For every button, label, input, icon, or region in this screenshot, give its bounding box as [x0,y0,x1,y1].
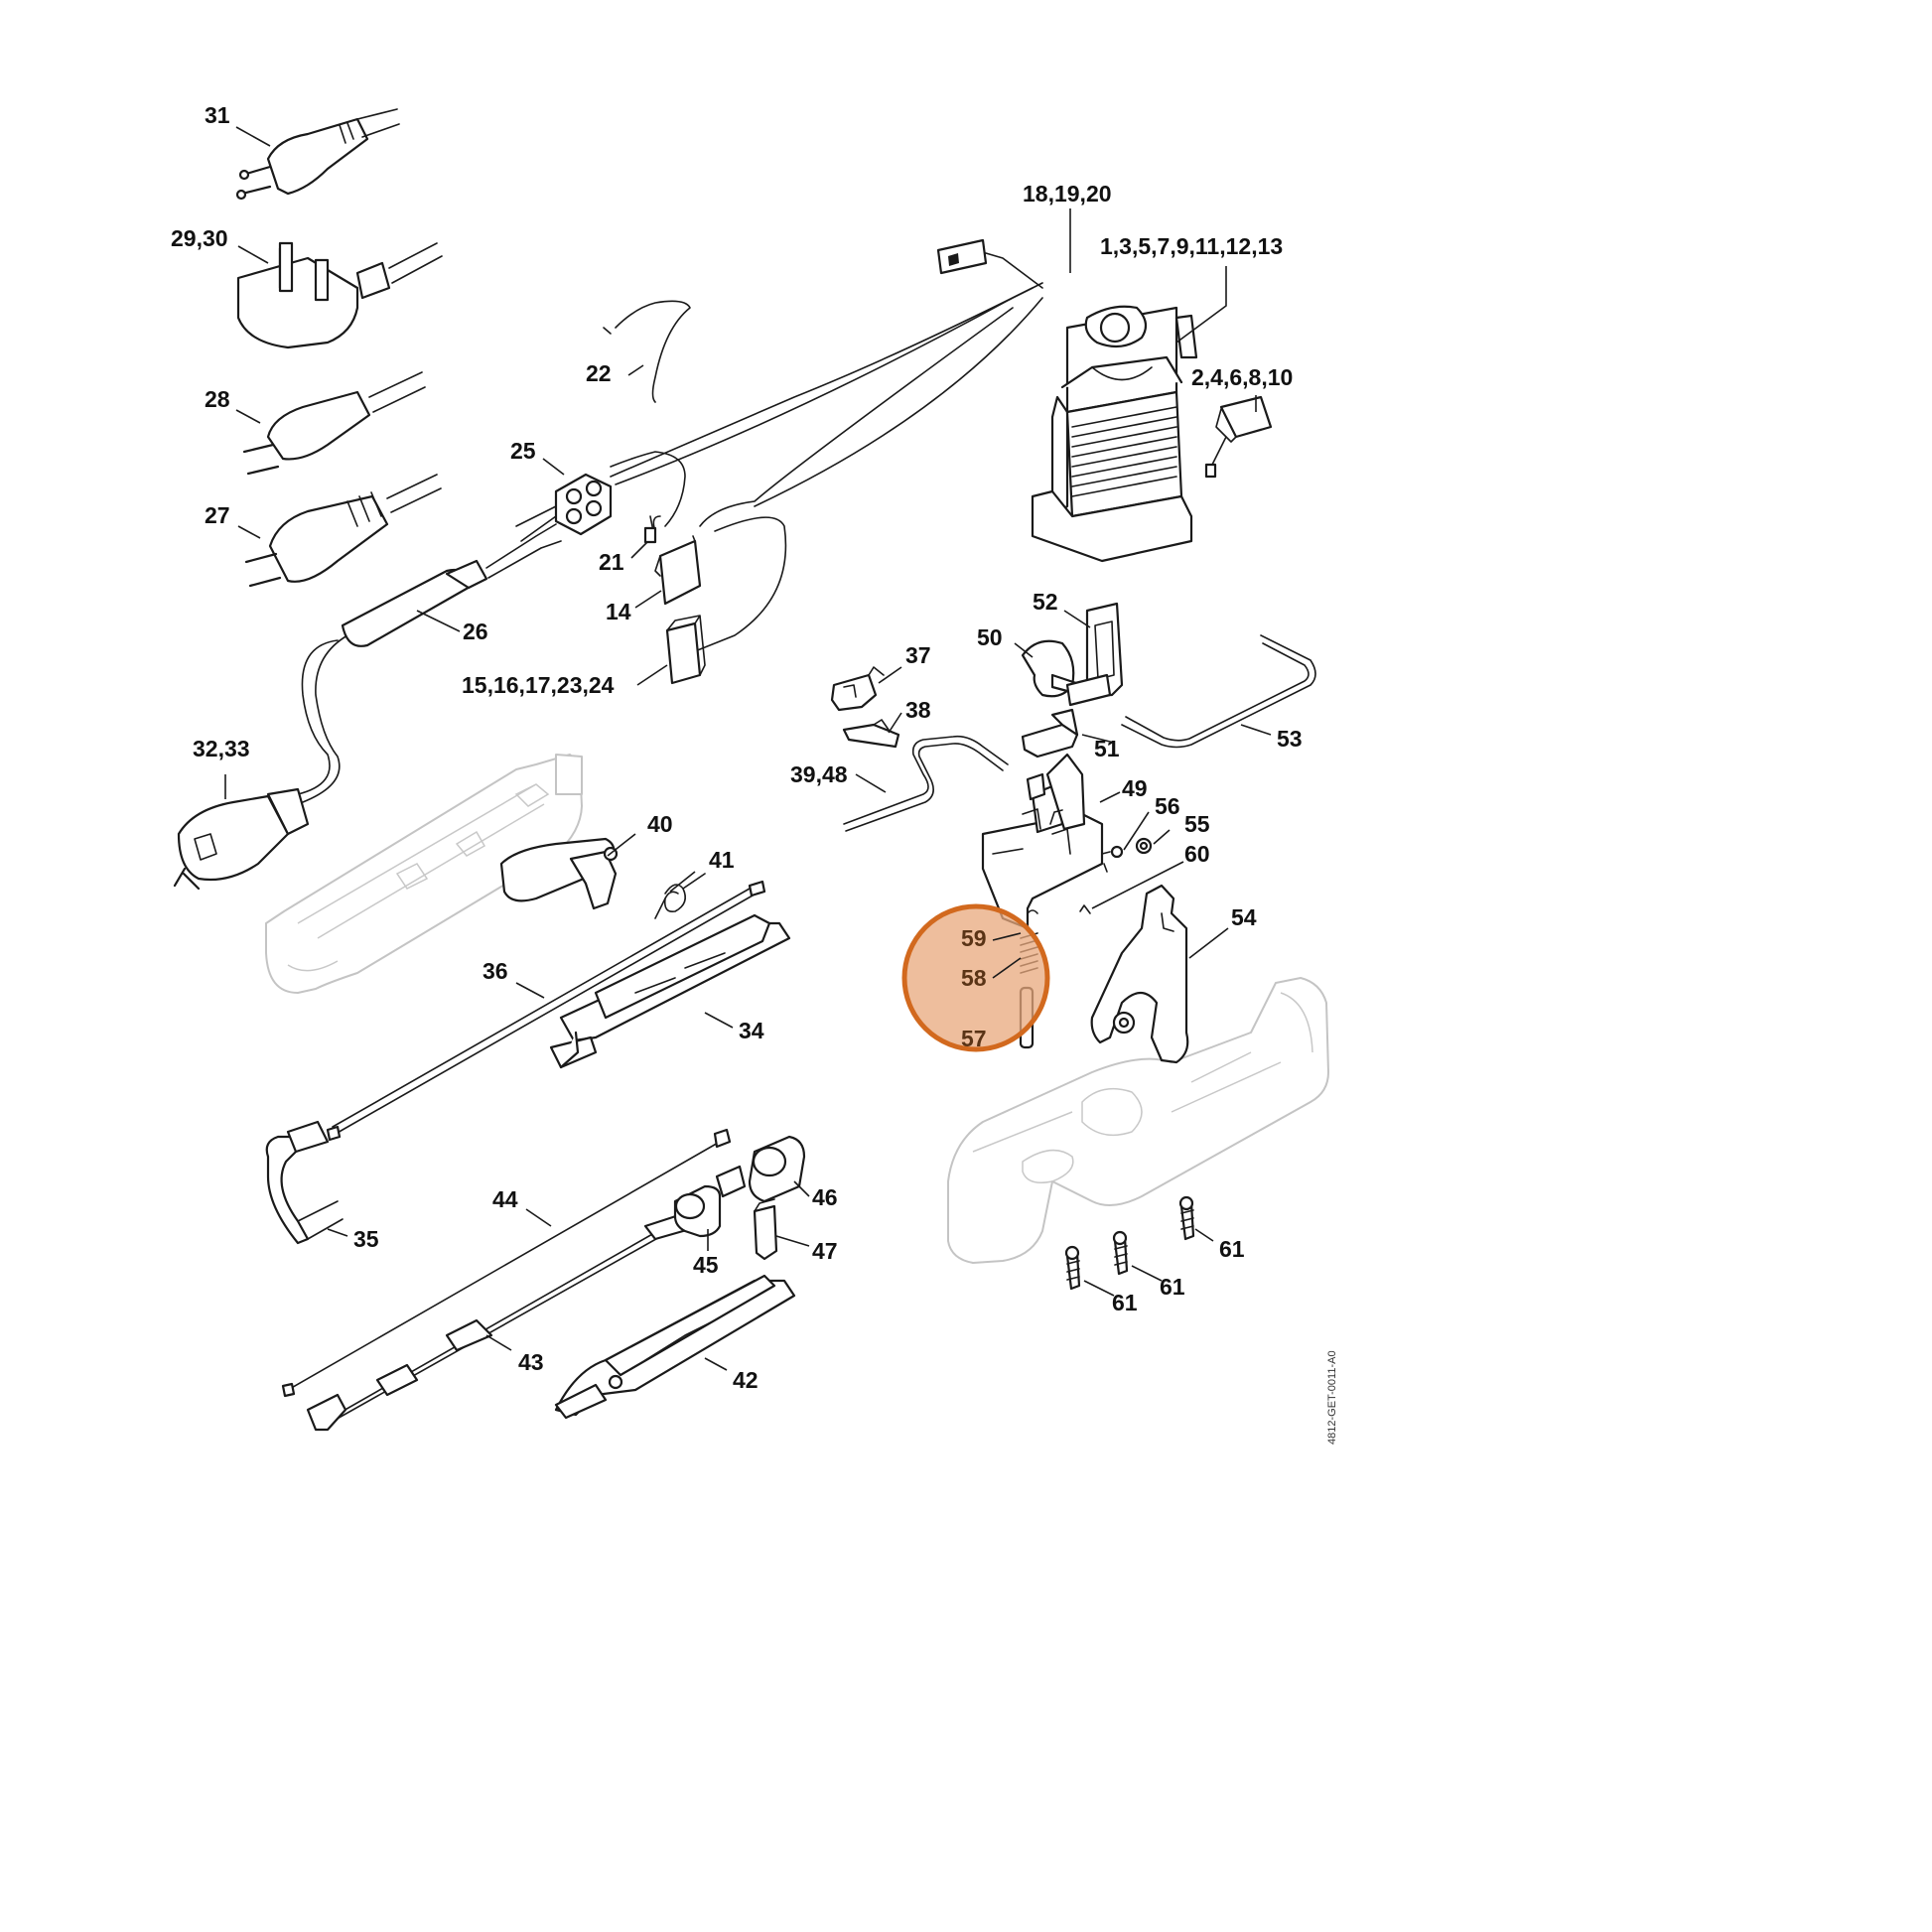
callout-59: 59 [961,925,987,951]
handle-part-54 [1090,884,1189,1064]
switch-wires [610,282,1043,656]
callout-37: 37 [905,642,931,668]
trigger-40 [499,837,619,910]
eu-plug-31 [235,108,400,201]
callout-38: 38 [905,697,931,723]
au-plug-32-33 [173,787,310,891]
callout-44: 44 [492,1186,518,1212]
callout-45: 45 [693,1252,719,1278]
callout-41: 41 [709,847,735,873]
callout-58: 58 [961,965,987,991]
callout-56: 56 [1155,793,1180,819]
callout-61-a: 61 [1219,1236,1245,1262]
button-51 [1021,708,1079,759]
callout-15-24: 15,16,17,23,24 [462,672,615,698]
callout-49: 49 [1122,775,1148,801]
uk-plug-29-30 [236,241,443,349]
callout-53: 53 [1277,726,1303,752]
left-housing-shell [265,754,583,994]
callout-32-33: 32,33 [193,736,250,761]
clip-35 [265,1120,344,1245]
capacitor-15-24 [665,615,706,685]
highlight-circle [901,903,1050,1052]
callout-57: 57 [961,1026,987,1051]
callout-36: 36 [483,958,508,984]
screws-61 [1064,1195,1195,1291]
switch-housing-49 [981,753,1104,930]
callout-51: 51 [1094,736,1120,761]
callout-2-10: 2,4,6,8,10 [1191,364,1293,390]
lever-38 [842,719,900,749]
callout-34: 34 [739,1018,764,1043]
callout-40: 40 [647,811,673,837]
terminal-block-25 [515,473,613,542]
callout-43: 43 [518,1349,544,1375]
callout-22: 22 [586,360,612,386]
right-housing-shell [947,977,1329,1264]
wire-22 [603,300,691,403]
slider-52 [1065,602,1124,707]
document-id: 4812-GET-0011-A0 [1326,1350,1338,1445]
carbon-brush-2-10 [1204,395,1273,479]
callout-28: 28 [205,386,230,412]
callout-61-b: 61 [1160,1274,1185,1300]
callout-31: 31 [205,102,230,128]
callout-50: 50 [977,624,1003,650]
power-cord-26 [297,523,562,803]
clip-47 [753,1198,778,1261]
callout-27: 27 [205,502,230,528]
switch-part-37 [830,666,885,712]
sleeve-45 [673,1165,747,1238]
schuko-plug-27 [244,474,442,588]
motor-1-13 [1031,305,1198,563]
callout-60: 60 [1184,841,1210,867]
callout-55: 55 [1184,811,1210,837]
callout-14: 14 [606,599,631,624]
callout-1-13: 1,3,5,7,9,11,12,13 [1100,233,1283,259]
wire-connector-21 [643,515,661,544]
small-parts-55-56-60 [1079,837,1153,914]
callout-46: 46 [812,1184,838,1210]
callout-21: 21 [599,549,624,575]
callout-26: 26 [463,619,488,644]
callout-54: 54 [1231,904,1257,930]
callout-35: 35 [353,1226,379,1252]
eu-plug-28 [242,371,426,476]
sleeve-46 [748,1135,806,1203]
handle-42 [554,1274,796,1420]
spring-41 [654,873,706,919]
callout-18-20: 18,19,20 [1023,181,1112,207]
callout-39-48: 39,48 [790,761,848,787]
micro-switch-14 [654,535,702,606]
callout-25: 25 [510,438,536,464]
rod-53 [1121,634,1316,749]
callout-52: 52 [1033,589,1058,615]
motor-connector-18-20 [936,238,1043,289]
cable-44 [281,1128,732,1398]
leader-lines [224,126,1272,1371]
handle-34 [549,913,791,1069]
cable-36 [326,880,766,1142]
rod-43 [306,1211,692,1432]
callout-61-c: 61 [1112,1290,1138,1315]
callout-29-30: 29,30 [171,225,228,251]
callout-47: 47 [812,1238,838,1264]
callout-labels: 31 29,30 28 27 26 32,33 22 25 21 14 15,1… [171,102,1303,1393]
callout-42: 42 [733,1367,759,1393]
rod-39-48 [843,735,1009,832]
